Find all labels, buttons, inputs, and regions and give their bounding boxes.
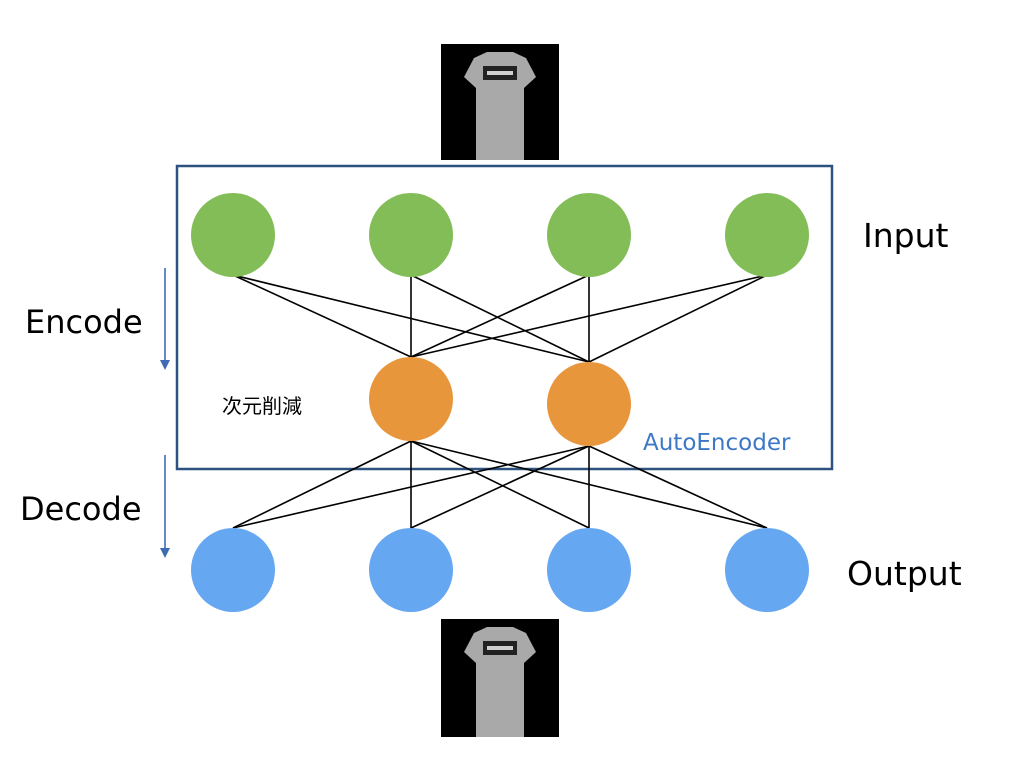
hidden-node — [547, 362, 631, 446]
input-node — [369, 193, 453, 277]
encode-arrow — [160, 268, 170, 370]
edge — [410, 440, 590, 529]
decoder-edges — [232, 440, 768, 529]
output-node — [369, 528, 453, 612]
encode-label: Encode — [25, 303, 143, 341]
edge — [410, 274, 590, 358]
output-node — [547, 528, 631, 612]
dimension-reduction-label: 次元削減 — [222, 394, 302, 418]
autoencoder-box — [175, 164, 834, 471]
edge — [232, 445, 590, 529]
decode-arrow — [160, 455, 170, 558]
output-node — [725, 528, 809, 612]
output-node — [191, 528, 275, 612]
decode-label: Decode — [20, 490, 142, 528]
input-node — [547, 193, 631, 277]
output-layer — [191, 528, 809, 612]
edge — [410, 274, 768, 358]
input-label: Input — [863, 216, 949, 255]
edge — [410, 445, 590, 529]
autoencoder-box-label: AutoEncoder — [643, 430, 791, 456]
input-image — [441, 44, 559, 160]
input-layer — [191, 193, 809, 277]
edge — [410, 274, 590, 363]
output-label: Output — [847, 554, 962, 593]
encoder-edges — [232, 274, 768, 363]
edge — [232, 440, 412, 529]
edge — [588, 445, 768, 529]
edge — [232, 274, 412, 358]
hidden-node — [369, 357, 453, 441]
hidden-layer — [369, 357, 631, 446]
output-image — [441, 619, 559, 737]
input-node — [191, 193, 275, 277]
edge — [588, 274, 768, 363]
input-node — [725, 193, 809, 277]
